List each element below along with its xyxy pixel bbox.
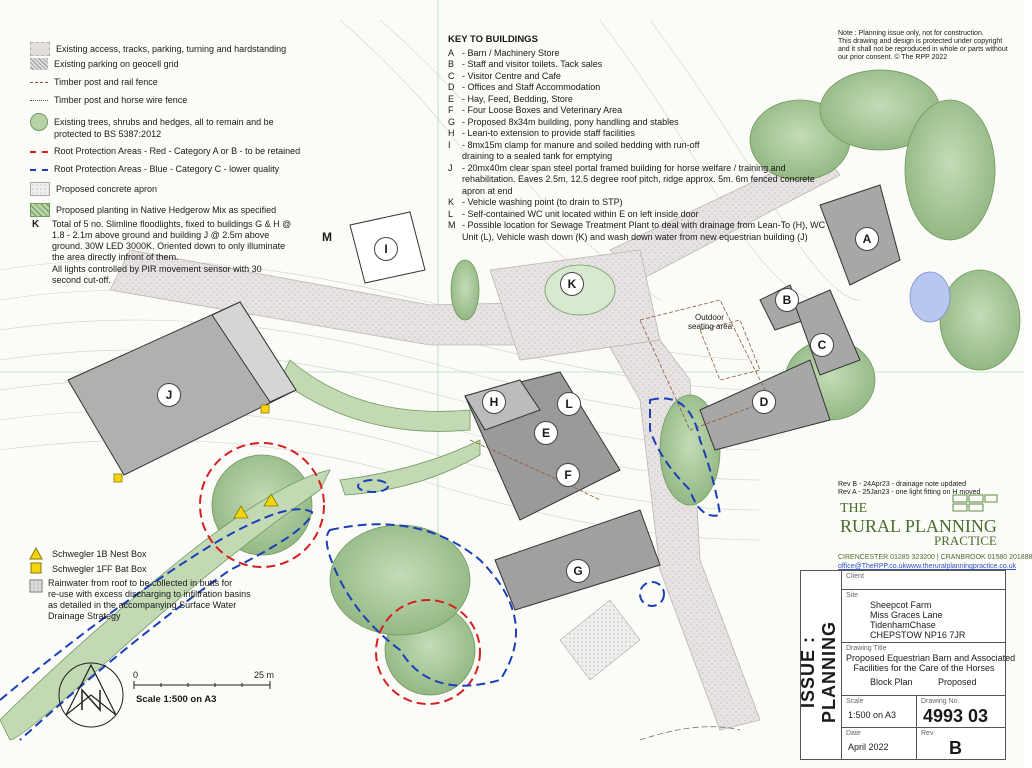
legend-item-rpa-blue: Root Protection Areas - Blue - Category … — [30, 164, 279, 175]
key-item-j: J- 20mx40m clear span steel portal frame… — [448, 162, 815, 196]
scale-bar-graphic — [133, 681, 271, 689]
legend-item-geocell: Existing parking on geocell grid — [30, 58, 179, 70]
drawing-title-cell: Drawing Title Proposed Equestrian Barn a… — [842, 643, 1015, 696]
issue-stamp-cell: ISSUE : PLANNING — [798, 571, 842, 759]
pond — [909, 271, 951, 323]
legend-item-hedgerow: Proposed planting in Native Hedgerow Mix… — [30, 203, 276, 217]
light-symbol: K — [32, 219, 40, 230]
key-item-m: M- Possible location for Sewage Treatmen… — [448, 220, 826, 242]
firm-the: THE — [840, 501, 868, 516]
firm-practice: PRACTICE — [934, 533, 997, 548]
key-item-k: K- Vehicle washing point (to drain to ST… — [448, 197, 623, 207]
key-item-f: F- Four Loose Boxes and Veterinary Area — [448, 105, 623, 115]
building-label-i: I — [374, 237, 398, 261]
building-label-e: E — [534, 421, 558, 445]
scale-zero: 0 — [133, 670, 139, 680]
building-label-m: M — [322, 230, 332, 244]
legend-item-concrete: Proposed concrete apron — [30, 182, 157, 196]
revision-b: Rev B - 24Apr23 - drainage note updated — [838, 481, 967, 488]
nest-box-label: Schwegler 1B Nest Box — [52, 549, 147, 559]
key-heading: KEY TO BUILDINGS — [448, 34, 538, 45]
buildings — [67, 184, 901, 611]
revision-cell: Rev B — [921, 730, 962, 758]
rpa-blue — [0, 397, 722, 741]
rpp-logo-icon — [952, 494, 998, 512]
legend-item-trees: Existing trees, shrubs and hedges, all t… — [30, 113, 274, 131]
legend-item-trees-line2: protected to BS 5387:2012 — [54, 129, 162, 139]
key-item-d: D- Offices and Staff Accommodation — [448, 82, 601, 92]
legend-item-rail-fence: Timber post and rail fence — [30, 77, 158, 88]
firm-contact: CIRENCESTER 01285 323200 | CRANBROOK 015… — [838, 554, 1032, 561]
scale-caption: Scale 1:500 on A3 — [136, 694, 217, 705]
key-item-e: E- Hay, Feed, Bedding, Store — [448, 93, 573, 104]
bat-box-label: Schwegler 1FF Bat Box — [52, 564, 147, 574]
legend-item-access: Existing access, tracks, parking, turnin… — [30, 42, 286, 56]
date-cell: Date April 2022 — [842, 728, 917, 759]
building-label-l: L — [557, 392, 581, 416]
firm-website-link[interactable]: www.theruralplanningpractice.co.uk — [906, 563, 1017, 570]
key-item-g: G- Proposed 8x34m building, pony handlin… — [448, 116, 679, 127]
building-label-h: H — [482, 390, 506, 414]
key-item-h: H- Lean-to extension to provide staff fa… — [448, 128, 635, 138]
legend-item-rpa-red: Root Protection Areas - Red - Category A… — [30, 146, 300, 157]
access-tracks — [109, 149, 841, 731]
infiltration-basin-icon — [29, 579, 43, 593]
key-item-a: A- Barn / Machinery Store — [448, 47, 560, 58]
building-label-g: G — [566, 559, 590, 583]
client-cell: Client — [842, 571, 1005, 590]
revision-a: Rev A - 25Jan23 - one light fitting on H… — [838, 489, 981, 496]
outdoor-seating-label-1: Outdoor — [695, 313, 724, 322]
firm-name: RURAL PLANNING — [840, 516, 997, 536]
key-item-b: B- Staff and visitor toilets. Tack sales — [448, 59, 603, 69]
nest-boxes — [233, 493, 279, 519]
scale-end: 25 m — [254, 670, 275, 680]
building-label-b: B — [775, 288, 799, 312]
scale-cell: Scale 1:500 on A3 — [842, 696, 917, 728]
site-cell: Site Sheepcot Farm Miss Graces Lane Tide… — [842, 590, 1005, 643]
building-label-k: K — [560, 272, 584, 296]
site-boundary — [639, 726, 741, 741]
north-arrow-icon — [58, 662, 124, 728]
outdoor-seating-label-2: seating area — [688, 322, 733, 331]
building-label-d: D — [752, 390, 776, 414]
building-label-j: J — [157, 383, 181, 407]
building-label-a: A — [855, 227, 879, 251]
building-label-f: F — [556, 463, 580, 487]
tree-canopies — [0, 69, 1021, 741]
key-to-buildings: KEY TO BUILDINGS A- Barn / Machinery Sto… — [448, 34, 828, 243]
legend-item-wire-fence: Timber post and horse wire fence — [30, 95, 187, 106]
title-block: ISSUE : PLANNING Client Site Sheepcot Fa… — [798, 570, 1015, 760]
key-item-l: L- Self-contained WC unit located within… — [448, 208, 699, 219]
nest-box-icon — [29, 546, 43, 560]
issue-stamp: ISSUE : PLANNING — [798, 621, 839, 723]
bat-box-icon — [30, 562, 42, 574]
rpa-red — [199, 442, 481, 705]
drawing-number-cell: Drawing No. 4993 03 — [917, 696, 1005, 728]
firm-email-link[interactable]: office@TheRPP.co.uk — [838, 563, 906, 570]
building-label-c: C — [810, 333, 834, 357]
key-item-c: C- Visitor Centre and Cafe — [448, 70, 561, 81]
key-item-i: I- 8mx15m clamp for manure and soiled be… — [448, 139, 700, 162]
bat-boxes — [113, 404, 270, 483]
